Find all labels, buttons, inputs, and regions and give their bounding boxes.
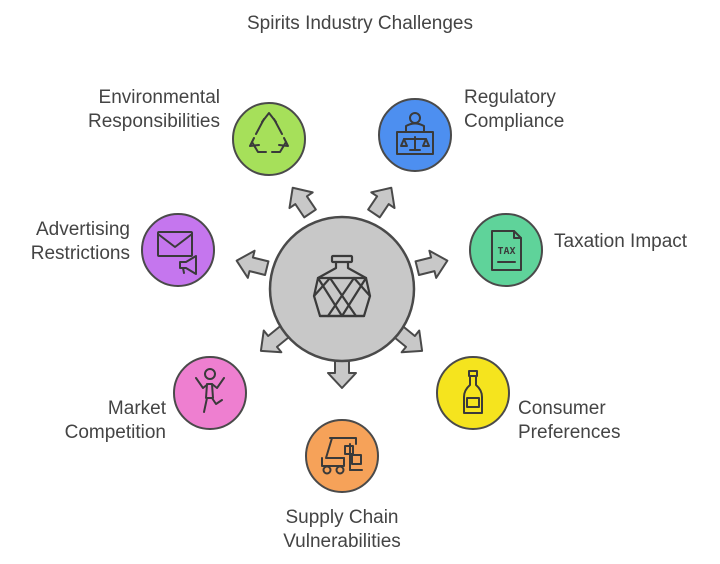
regulatory-node: [378, 98, 452, 172]
envelope-megaphone-icon: [157, 231, 197, 275]
advertising-node: [141, 213, 215, 287]
arrow-taxation: [414, 249, 449, 279]
label-consumer: Consumer Preferences: [518, 398, 621, 443]
recycle-icon: [249, 112, 289, 153]
runner-icon: [195, 368, 225, 413]
center-hub: [268, 215, 416, 363]
judge-scales-icon: [396, 112, 434, 155]
label-environmental: Environmental Responsibilities: [87, 87, 220, 132]
consumer-node: [436, 356, 510, 430]
arrow-regulatory: [367, 186, 396, 219]
label-taxation: Taxation Impact: [554, 231, 688, 252]
market-node: [173, 356, 247, 430]
arrow-advertising: [235, 249, 270, 279]
bottle-icon: [463, 370, 483, 414]
forklift-icon: [321, 437, 363, 475]
label-advertising: Advertising Restrictions: [30, 219, 130, 264]
label-supply: Supply Chain Vulnerabilities: [283, 507, 401, 552]
supply-node: [305, 419, 379, 493]
label-market: Market Competition: [64, 398, 166, 443]
taxation-node: [469, 213, 543, 287]
arrow-environmental: [288, 186, 317, 219]
environmental-node: [232, 102, 306, 176]
decanter-icon: [312, 254, 372, 318]
svg-text:TAX: TAX: [497, 246, 515, 257]
arrow-market: [259, 324, 291, 354]
label-regulatory: Regulatory Compliance: [464, 87, 565, 132]
diagram-title: Spirits Industry Challenges: [247, 13, 473, 34]
tax-document-icon: TAX: [491, 230, 522, 271]
center-circle: [268, 215, 416, 363]
